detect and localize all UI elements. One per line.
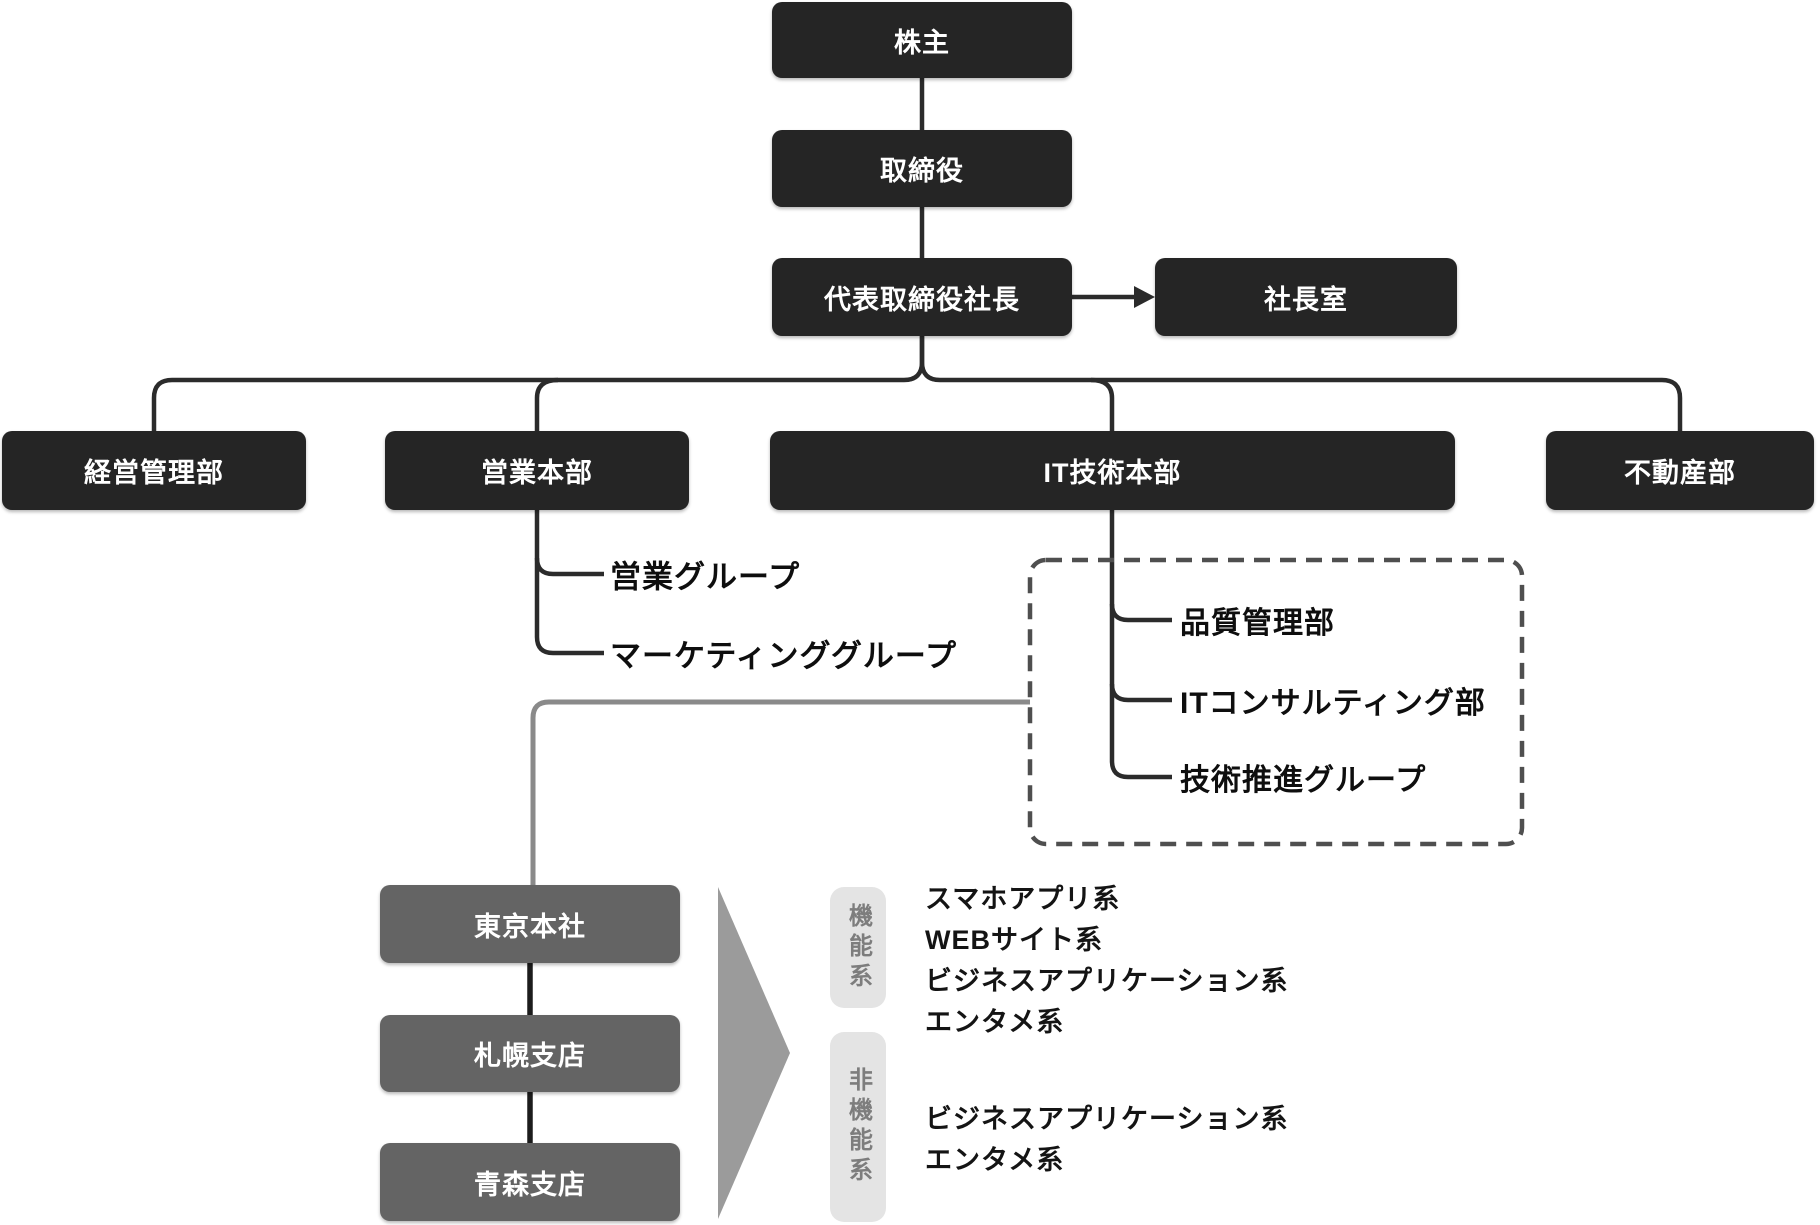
rail-right <box>919 336 1683 431</box>
drop-sales <box>534 377 559 431</box>
node-shareholders: 株主 <box>772 2 1072 78</box>
node-aomori-branch: 青森支店 <box>380 1143 680 1221</box>
node-sales-hq: 営業本部 <box>385 431 689 510</box>
list-item: エンタメ系 <box>925 1007 1065 1037</box>
sales-stem <box>534 510 604 656</box>
pill-functional-label: 機能系 <box>844 902 872 993</box>
node-tokyo-hq: 東京本社 <box>380 885 680 963</box>
it-stem <box>1109 510 1172 780</box>
list-item: ビジネスアプリケーション系 <box>925 1104 1289 1134</box>
sales-branch-1 <box>534 557 604 577</box>
non-functional-item-list: ビジネスアプリケーション系 エンタメ系 <box>925 1099 1288 1181</box>
node-real-estate-dept: 不動産部 <box>1546 431 1814 510</box>
list-item: WEBサイト系 <box>925 925 1103 955</box>
pill-non-functional-label: 非機能系 <box>844 1067 872 1187</box>
edge-itgroup-tokyo <box>530 699 1030 885</box>
leaf-quality-dept: 品質管理部 <box>1180 607 1335 640</box>
list-item: ビジネスアプリケーション系 <box>925 966 1289 996</box>
leaf-tech-promotion-group: 技術推進グループ <box>1180 764 1427 797</box>
it-branch-1 <box>1109 603 1172 623</box>
arrowhead-office <box>1134 286 1155 308</box>
list-item: スマホアプリ系 <box>925 884 1121 914</box>
leaf-sales-group: 営業グループ <box>610 559 801 595</box>
node-sapporo-branch: 札幌支店 <box>380 1015 680 1092</box>
node-presidents-office: 社長室 <box>1155 258 1457 336</box>
node-it-hq: IT技術本部 <box>770 431 1455 510</box>
pill-non-functional: 非機能系 <box>830 1032 886 1222</box>
node-president: 代表取締役社長 <box>772 258 1072 336</box>
category-arrow-triangle <box>718 887 790 1219</box>
node-board: 取締役 <box>772 130 1072 207</box>
node-management-dept: 経営管理部 <box>2 431 306 510</box>
list-item: エンタメ系 <box>925 1145 1065 1175</box>
drop-it <box>1090 377 1115 431</box>
leaf-it-consulting-dept: ITコンサルティング部 <box>1180 687 1486 720</box>
functional-item-list: スマホアプリ系 WEBサイト系 ビジネスアプリケーション系 エンタメ系 <box>925 879 1288 1043</box>
leaf-marketing-group: マーケティンググループ <box>610 638 958 674</box>
pill-functional: 機能系 <box>830 887 886 1008</box>
it-branch-2 <box>1109 683 1172 703</box>
it-group-dashed-frame <box>1027 557 1525 847</box>
